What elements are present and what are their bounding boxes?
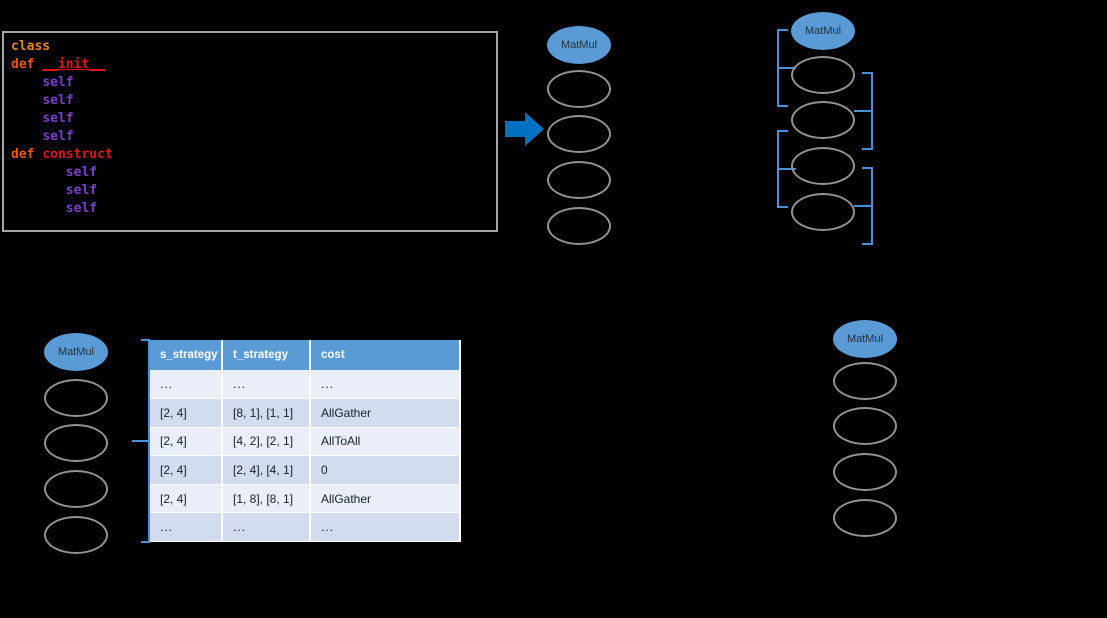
cell-t-strategy: ... <box>222 370 311 400</box>
cell-cost: ... <box>310 370 461 400</box>
code-token: self <box>42 111 74 126</box>
graph-node[interactable] <box>833 407 897 445</box>
graph-node[interactable] <box>791 56 855 94</box>
cell-cost: ... <box>310 512 461 542</box>
graph-bottom-right: MatMul <box>833 320 903 540</box>
flow-arrow-right-icon <box>505 112 545 146</box>
cell-s-strategy: ... <box>150 512 223 542</box>
code-line: class <box>4 38 496 56</box>
cell-cost: AllGather <box>310 398 461 428</box>
column-header-cost[interactable]: cost <box>310 340 461 370</box>
cell-cost: AllToAll <box>310 427 461 457</box>
code-line: self <box>4 182 496 200</box>
graph-node-head[interactable]: MatMul <box>547 26 611 64</box>
code-line: def __init__ <box>4 56 496 74</box>
graph-node[interactable] <box>791 193 855 231</box>
graph-node[interactable] <box>44 424 108 462</box>
graph-top-right: MatMul <box>775 12 885 257</box>
graph-node[interactable] <box>833 362 897 400</box>
graph-node[interactable] <box>44 379 108 417</box>
cell-s-strategy: ... <box>150 370 223 400</box>
code-token: def <box>11 147 43 162</box>
cell-s-strategy: [2, 4] <box>150 484 223 514</box>
code-token: self <box>42 93 74 108</box>
table-row[interactable]: ... ... ... <box>150 512 461 542</box>
code-line: self <box>4 128 496 146</box>
graph-node[interactable] <box>833 453 897 491</box>
code-token: self <box>42 75 74 90</box>
cell-s-strategy: [2, 4] <box>150 398 223 428</box>
code-line: self <box>4 92 496 110</box>
table-row[interactable]: [2, 4] [1, 8], [8, 1] AllGather <box>150 484 461 514</box>
graph-node-head[interactable]: MatMul <box>791 12 855 50</box>
code-line: self <box>4 164 496 182</box>
cell-t-strategy: ... <box>222 512 311 542</box>
graph-node[interactable] <box>44 470 108 508</box>
cell-t-strategy: [4, 2], [2, 1] <box>222 427 311 457</box>
graph-node[interactable] <box>833 499 897 537</box>
table-span-bracket <box>131 339 151 543</box>
cell-t-strategy: [1, 8], [8, 1] <box>222 484 311 514</box>
table-row[interactable]: [2, 4] [8, 1], [1, 1] AllGather <box>150 398 461 428</box>
cost-strategy-table: s_strategy t_strategy cost ... ... ... [… <box>150 340 461 542</box>
code-token: self <box>65 165 98 180</box>
table-row[interactable]: ... ... ... <box>150 370 461 400</box>
graph-node-head[interactable]: MatMul <box>44 333 108 371</box>
cell-cost: 0 <box>310 455 461 485</box>
cell-t-strategy: [8, 1], [1, 1] <box>222 398 311 428</box>
cell-s-strategy: [2, 4] <box>150 455 223 485</box>
code-line: self <box>4 200 496 218</box>
code-token: __init__ <box>42 57 105 72</box>
column-header-s-strategy[interactable]: s_strategy <box>150 340 223 370</box>
code-token: self <box>42 129 74 144</box>
graph-node-head[interactable]: MatMul <box>833 320 897 358</box>
graph-node[interactable] <box>547 115 611 153</box>
graph-node[interactable] <box>547 70 611 108</box>
code-line: def construct <box>4 146 496 164</box>
cell-t-strategy: [2, 4], [4, 1] <box>222 455 311 485</box>
table-row[interactable]: [2, 4] [4, 2], [2, 1] AllToAll <box>150 427 461 457</box>
code-line: self <box>4 110 496 128</box>
cell-s-strategy: [2, 4] <box>150 427 223 457</box>
cell-cost: AllGather <box>310 484 461 514</box>
graph-node[interactable] <box>791 101 855 139</box>
code-token: construct <box>42 147 113 162</box>
code-token: self <box>65 201 98 216</box>
table-row[interactable]: [2, 4] [2, 4], [4, 1] 0 <box>150 455 461 485</box>
graph-node[interactable] <box>44 516 108 554</box>
column-header-t-strategy[interactable]: t_strategy <box>222 340 311 370</box>
graph-node[interactable] <box>547 207 611 245</box>
group-bracket-right-2 <box>853 167 875 245</box>
code-token: self <box>65 183 98 198</box>
group-bracket-right-1 <box>853 72 875 150</box>
graph-top-middle: MatMul <box>547 26 617 251</box>
table-header-row: s_strategy t_strategy cost <box>150 340 461 370</box>
graph-bottom-left: MatMul <box>44 333 114 558</box>
graph-node[interactable] <box>791 147 855 185</box>
code-line: self <box>4 74 496 92</box>
graph-node[interactable] <box>547 161 611 199</box>
code-token: class <box>11 39 51 54</box>
code-token: def <box>11 57 43 72</box>
